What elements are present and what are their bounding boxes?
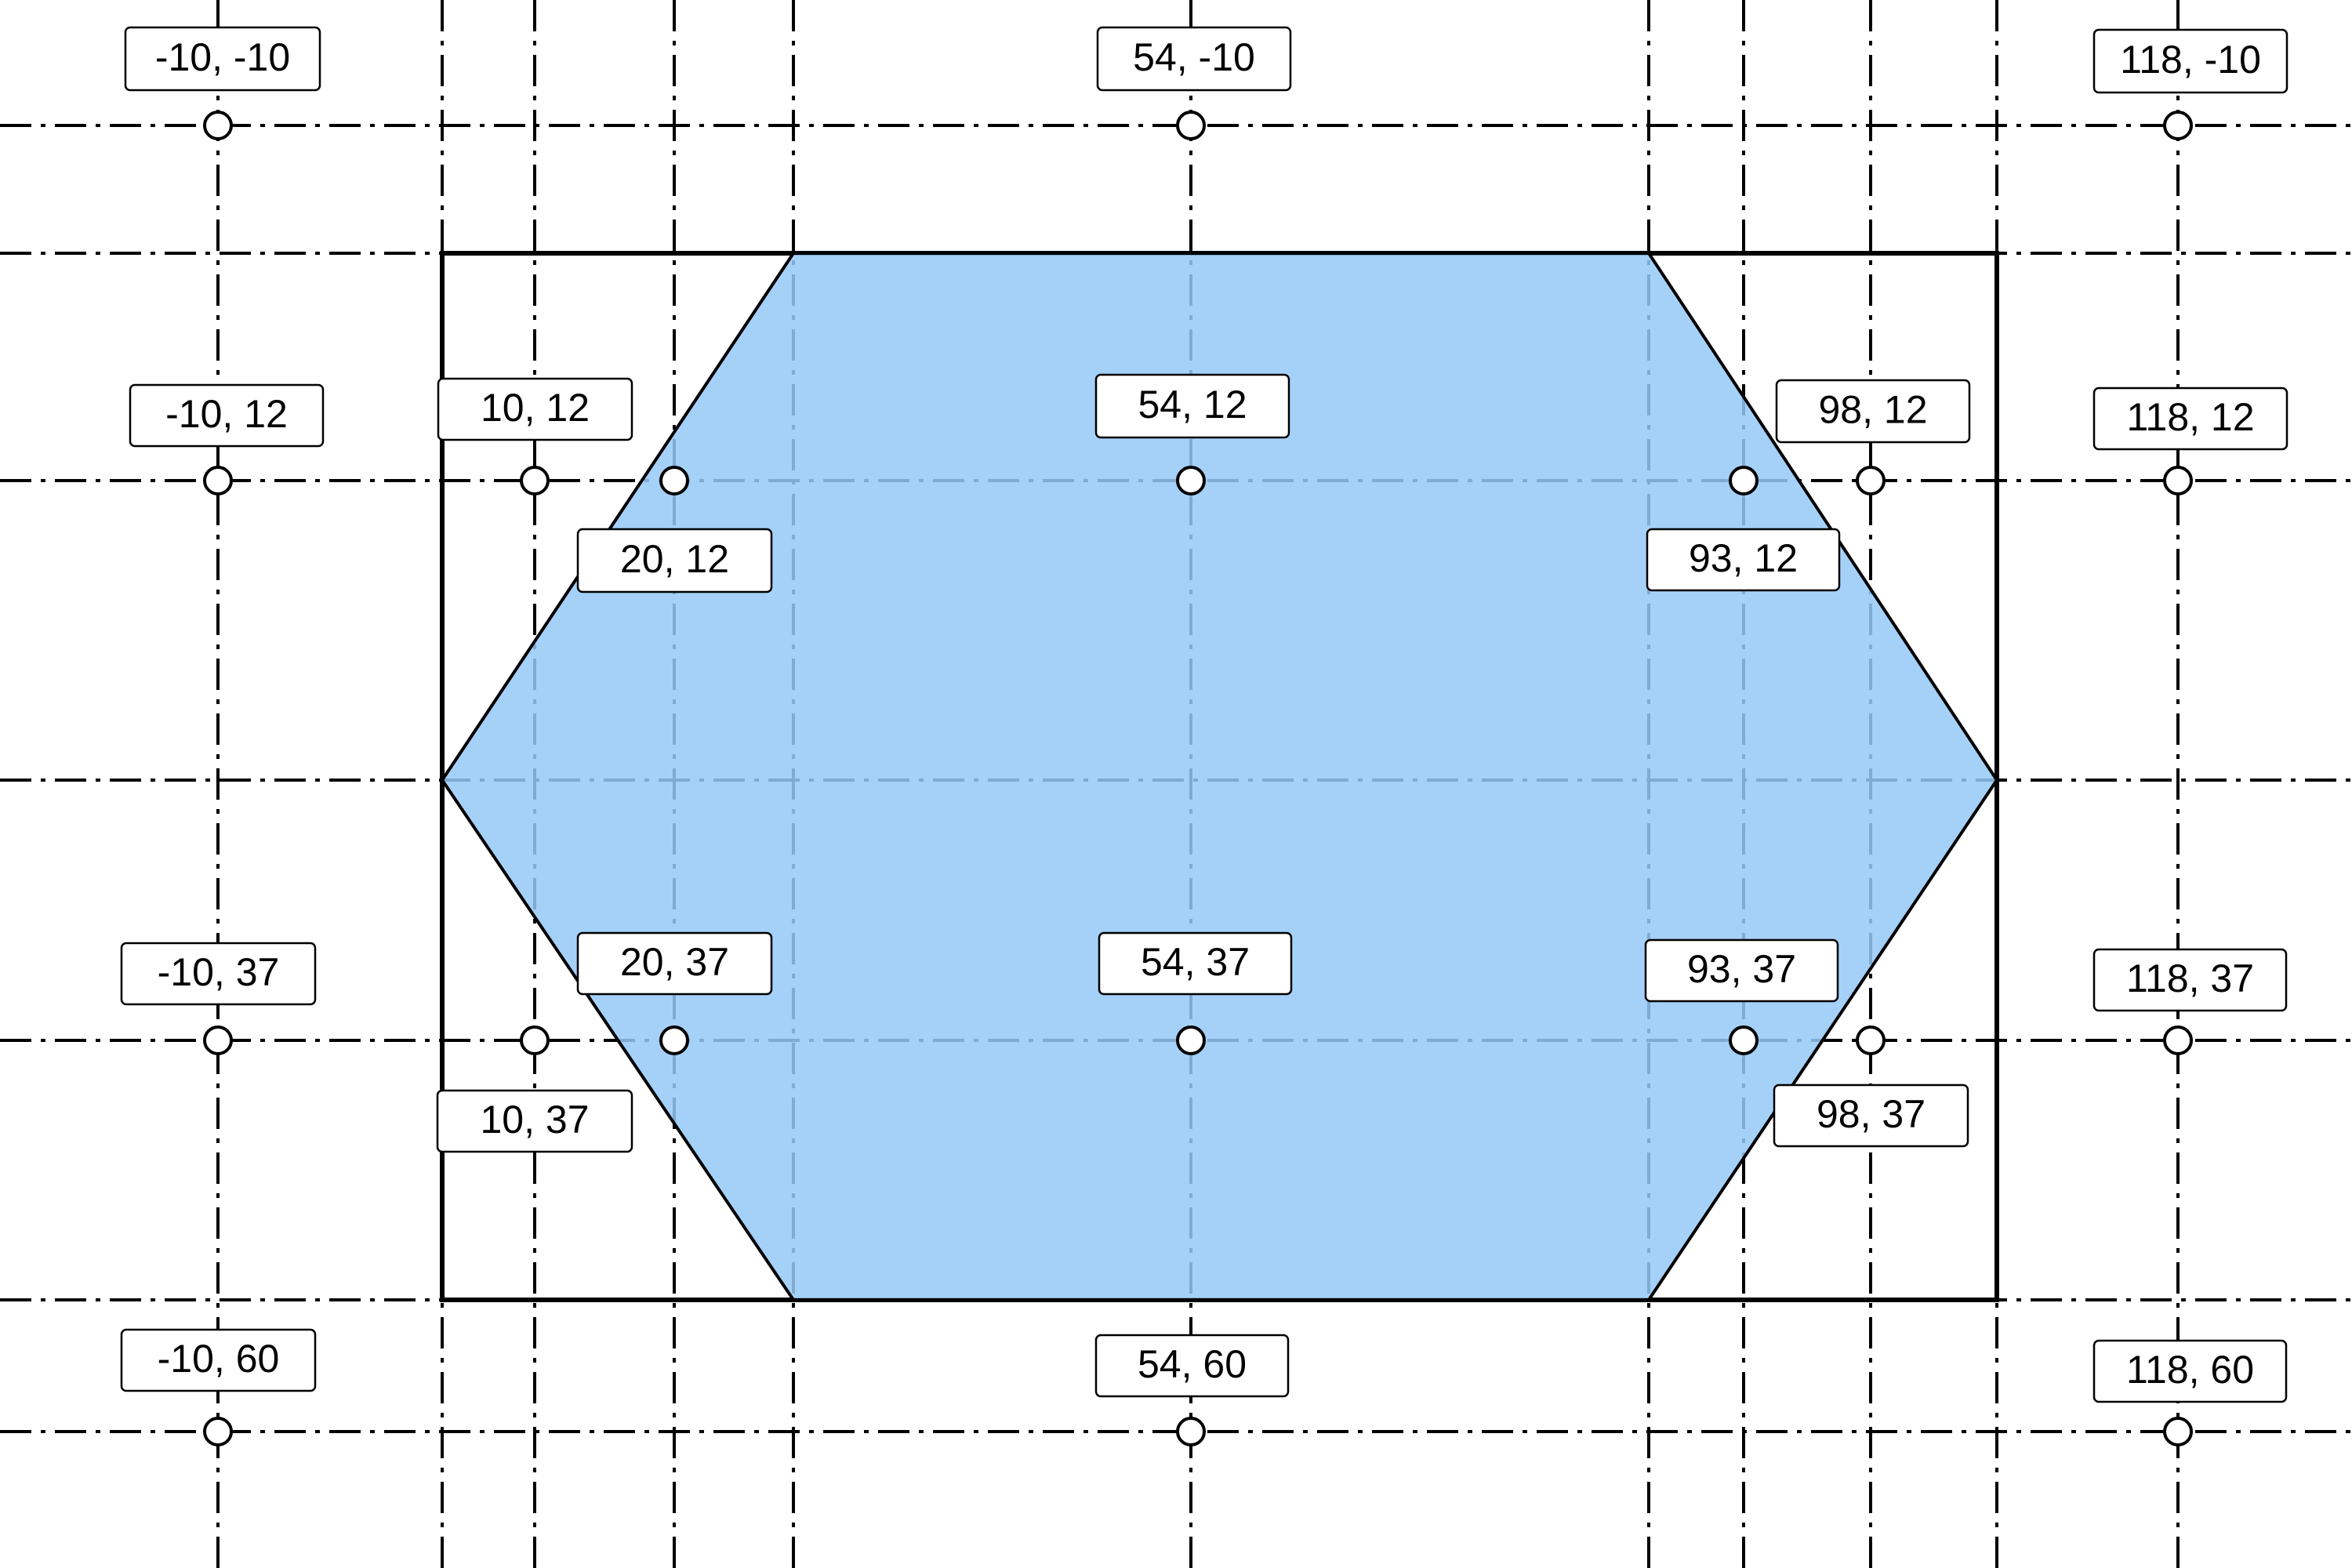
- coordinate-label: -10, 60: [120, 1328, 317, 1392]
- label-box: [120, 1328, 317, 1392]
- grid-point: [203, 1417, 233, 1446]
- grid-point: [203, 111, 233, 140]
- grid-point: [1176, 1025, 1206, 1055]
- label-box: [120, 942, 317, 1006]
- label-text: 20, 12: [620, 537, 729, 581]
- label-text: -10, 37: [158, 950, 280, 994]
- grid-point: [520, 466, 550, 495]
- coordinate-label: 10, 37: [436, 1089, 633, 1153]
- label-box: [2092, 387, 2288, 451]
- label-text: 98, 12: [1818, 388, 1927, 432]
- label-box: [576, 528, 773, 593]
- label-text: 118, 60: [2126, 1348, 2254, 1392]
- label-box: [437, 377, 633, 441]
- label-text: 98, 37: [1817, 1092, 1926, 1136]
- grid-point: [2163, 1417, 2193, 1446]
- grid-point: [520, 1025, 550, 1055]
- label-text: -10, 60: [158, 1337, 280, 1381]
- coordinate-label: 54, -10: [1096, 26, 1292, 92]
- coordinate-label: 10, 12: [437, 377, 633, 441]
- label-box: [124, 26, 321, 92]
- coordinate-label: 54, 12: [1094, 373, 1290, 439]
- grid-point: [659, 1025, 689, 1055]
- grid-point: [1729, 1025, 1759, 1055]
- label-text: 54, 37: [1141, 940, 1250, 984]
- coordinate-label: 93, 12: [1646, 528, 1841, 592]
- coordinate-label: 20, 12: [576, 528, 773, 593]
- coordinate-label: 93, 37: [1644, 938, 1839, 1003]
- coordinate-label: 54, 60: [1094, 1334, 1290, 1398]
- label-text: 118, 37: [2126, 956, 2254, 1000]
- grid-point: [1176, 466, 1206, 495]
- grid-point: [1176, 111, 1206, 140]
- grid-point: [1856, 1025, 1886, 1055]
- grid-point: [1176, 1417, 1206, 1446]
- label-box: [1773, 1083, 1969, 1148]
- coordinate-label: 54, 37: [1098, 931, 1293, 996]
- label-box: [1094, 1334, 1290, 1398]
- label-text: 54, 12: [1138, 383, 1247, 426]
- coordinate-label: -10, -10: [124, 26, 321, 92]
- label-text: 93, 12: [1689, 536, 1798, 580]
- hexagon-shape: [440, 252, 1999, 1301]
- grid-point: [1856, 466, 1886, 495]
- label-box: [1775, 379, 1971, 444]
- label-text: 54, -10: [1133, 35, 1255, 79]
- grid-point: [203, 1025, 233, 1055]
- label-text: -10, -10: [155, 35, 290, 79]
- grid-point: [2163, 466, 2193, 495]
- label-box: [1098, 931, 1293, 996]
- label-box: [2092, 28, 2288, 94]
- label-box: [1094, 373, 1290, 439]
- grid-point: [2163, 111, 2193, 140]
- label-box: [1096, 26, 1292, 92]
- label-box: [129, 383, 325, 448]
- coordinate-label: 98, 37: [1773, 1083, 1969, 1148]
- label-text: -10, 12: [165, 392, 288, 436]
- coordinate-label: 98, 12: [1775, 379, 1971, 444]
- label-box: [1644, 938, 1839, 1003]
- label-text: 10, 12: [481, 386, 590, 430]
- label-box: [1646, 528, 1841, 592]
- grid-point: [203, 466, 233, 495]
- label-box: [436, 1089, 633, 1153]
- label-text: 54, 60: [1138, 1342, 1247, 1386]
- grid-point: [1729, 466, 1759, 495]
- label-box: [2092, 1339, 2288, 1403]
- shapes: [440, 251, 1999, 1302]
- grid-point: [659, 466, 689, 495]
- coordinate-label: -10, 12: [129, 383, 325, 448]
- label-text: 93, 37: [1687, 947, 1796, 991]
- labels: -10, -10 54, -10 118, -10 -10, 12 10, 12 54, …: [120, 26, 2288, 1403]
- label-text: 118, -10: [2120, 38, 2261, 82]
- points: [203, 111, 2193, 1446]
- coordinate-label: 118, 37: [2092, 948, 2288, 1012]
- coordinate-label: 118, 60: [2092, 1339, 2288, 1403]
- label-text: 20, 37: [620, 940, 729, 984]
- coordinate-label: 20, 37: [576, 931, 773, 996]
- coordinate-label: 118, 12: [2092, 387, 2288, 451]
- label-text: 10, 37: [480, 1098, 589, 1142]
- label-text: 118, 12: [2126, 395, 2254, 439]
- coordinate-label: 118, -10: [2092, 28, 2288, 94]
- label-box: [2092, 948, 2288, 1012]
- grid-point: [2163, 1025, 2193, 1055]
- label-box: [576, 931, 773, 996]
- coordinate-label: -10, 37: [120, 942, 317, 1006]
